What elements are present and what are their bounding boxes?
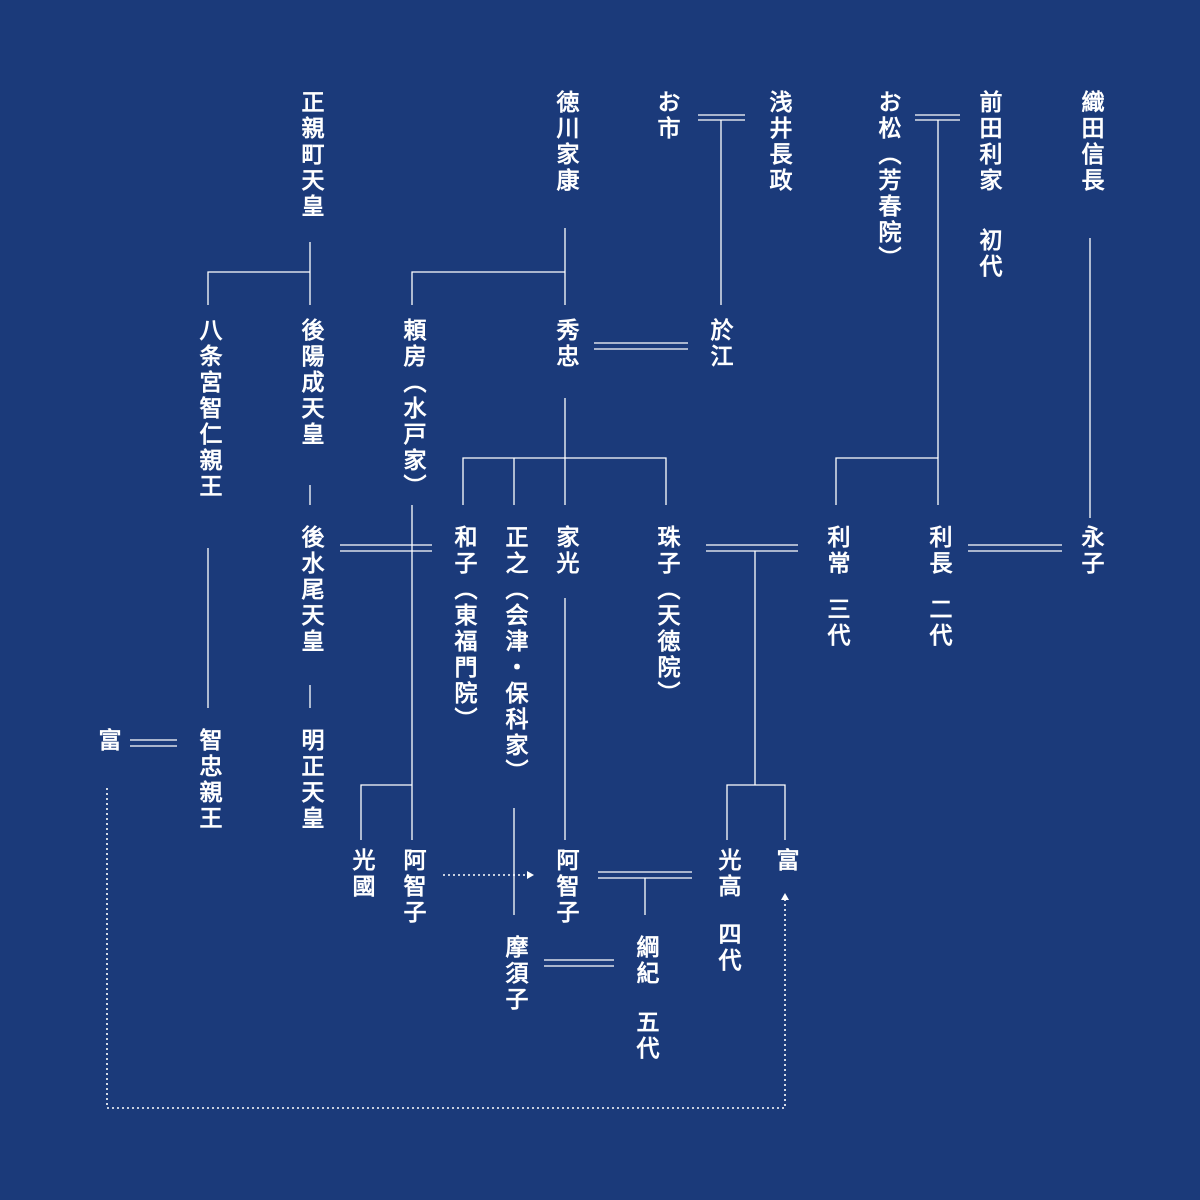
person-oichi: お市: [653, 90, 680, 142]
person-toshitsune: 利常: [823, 525, 850, 577]
hidetada-children-bar: [462, 457, 667, 505]
person-azai-nagamasa: 浅井長政: [765, 90, 792, 194]
person-masayuki: 正之（会津・保科家）: [501, 525, 528, 785]
person-mitsutaka-generation: 四代: [714, 922, 741, 974]
person-toshitada: 智忠親王: [195, 728, 222, 832]
person-omatsu: お松（芳春院）: [874, 90, 901, 272]
person-tomi-left: 富: [94, 728, 121, 754]
ieyasu-to-yorifusa: [411, 271, 565, 305]
ogimachi-to-hachijo: [207, 271, 310, 305]
person-toshitsune-generation: 三代: [823, 597, 850, 649]
maeda-children-bar: [835, 457, 939, 505]
person-achiko-mito: 阿智子: [399, 848, 426, 926]
person-maeda-toshiie-generation: 初代: [975, 228, 1002, 280]
person-eiko: 永子: [1077, 525, 1104, 577]
person-tsunanori-generation: 五代: [632, 1010, 659, 1062]
person-yorifusa: 頼房（水戸家）: [399, 318, 426, 500]
person-goyozei: 後陽成天皇: [297, 318, 324, 448]
person-maeda-toshiie: 前田利家: [975, 90, 1002, 194]
yorifusa-children-bar: [360, 784, 412, 840]
person-masuko: 摩須子: [501, 935, 528, 1013]
person-achiko-center: 阿智子: [552, 848, 579, 926]
person-mitsutaka: 光高: [714, 848, 741, 900]
adoption-arrow-head-tomi: [781, 893, 789, 900]
tamako-children-bar: [726, 784, 786, 840]
person-hidetada: 秀忠: [552, 318, 579, 370]
person-hachijo: 八条宮智仁親王: [195, 318, 222, 500]
person-tomi-right: 富: [772, 848, 799, 874]
person-toshinaga-generation: 二代: [925, 597, 952, 649]
person-iemitsu: 家光: [552, 525, 579, 577]
person-oda-nobunaga: 織田信長: [1077, 90, 1104, 194]
person-go: 於江: [706, 318, 733, 370]
person-kazuko: 和子（東福門院）: [450, 525, 477, 733]
person-toshinaga: 利長: [925, 525, 952, 577]
person-mitsukuni: 光國: [348, 848, 375, 900]
person-ogimachi: 正親町天皇: [297, 90, 324, 220]
adoption-arrow-head-achiko: [527, 871, 534, 879]
person-tokugawa-ieyasu: 徳川家康: [552, 90, 579, 194]
person-tsunanori: 綱紀: [632, 935, 659, 987]
person-tamako: 珠子（天徳院）: [653, 525, 680, 707]
person-gomizunoo: 後水尾天皇: [297, 525, 324, 655]
adoption-dotted-line-tomi: [106, 788, 786, 1109]
person-meisho: 明正天皇: [297, 728, 324, 832]
